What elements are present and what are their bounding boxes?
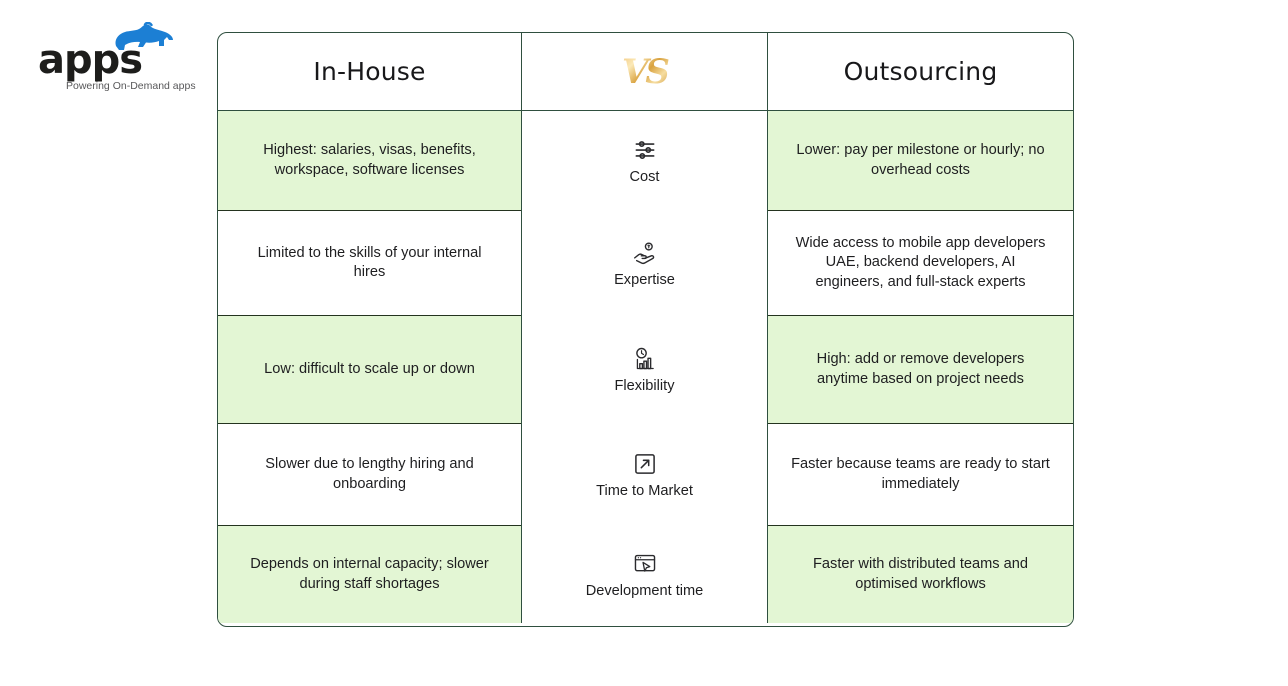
cell-outsourcing-development-time: Faster with distributed teams and optimi…: [768, 526, 1073, 623]
comparison-table: In-House VS Outsourcing Highest: salarie…: [217, 32, 1074, 627]
cell-outsourcing-flexibility: High: add or remove developers anytime b…: [768, 316, 1073, 424]
table-body: Highest: salaries, visas, benefits, work…: [218, 111, 1073, 623]
hand-holding-coin-icon: [633, 241, 654, 264]
sliders-icon: [635, 141, 654, 159]
table-row: Depends on internal capacity; slower dur…: [218, 526, 1073, 623]
header-cell-outsourcing: Outsourcing: [768, 33, 1073, 110]
cell-aspect-time-to-market: Time to Market: [521, 424, 768, 526]
cell-in-house-expertise: Limited to the skills of your internal h…: [218, 211, 521, 316]
table-row: Limited to the skills of your internal h…: [218, 211, 1073, 316]
aspect-label-development-time: Development time: [585, 582, 704, 599]
cell-aspect-expertise: Expertise: [521, 211, 768, 316]
rhino-icon: [115, 22, 173, 50]
table-row: Low: difficult to scale up or down Flexi…: [218, 316, 1073, 424]
cell-aspect-flexibility: Flexibility: [521, 316, 768, 424]
brand-logo[interactable]: apps Powering On-Demand apps: [30, 22, 230, 102]
cell-outsourcing-expertise: Wide access to mobile app developers UAE…: [768, 211, 1073, 316]
cell-in-house-cost: Highest: salaries, visas, benefits, work…: [218, 111, 521, 211]
clock-bar-chart-icon: [635, 347, 654, 370]
header-title-outsourcing: Outsourcing: [843, 57, 998, 86]
brand-tagline: Powering On-Demand apps: [66, 80, 196, 92]
brand-wordmark: apps: [38, 37, 143, 83]
header-cell-in-house: In-House: [218, 33, 521, 110]
cell-in-house-time-to-market: Slower due to lengthy hiring and onboard…: [218, 424, 521, 526]
header-title-in-house: In-House: [313, 57, 426, 86]
table-row: Highest: salaries, visas, benefits, work…: [218, 111, 1073, 211]
cell-aspect-cost: Cost: [521, 111, 768, 211]
aspect-label-flexibility: Flexibility: [614, 378, 675, 394]
aspect-label-cost: Cost: [629, 169, 660, 185]
header-cell-vs: VS: [521, 33, 768, 110]
vs-badge: VS: [618, 53, 671, 91]
browser-cursor-icon: [634, 554, 655, 572]
table-row: Slower due to lengthy hiring and onboard…: [218, 424, 1073, 526]
cell-aspect-development-time: Development time: [521, 526, 768, 623]
aspect-label-expertise: Expertise: [614, 271, 675, 288]
cell-outsourcing-cost: Lower: pay per milestone or hourly; no o…: [768, 111, 1073, 211]
aspect-label-time-to-market: Time to Market: [596, 483, 693, 499]
cell-in-house-flexibility: Low: difficult to scale up or down: [218, 316, 521, 424]
arrow-expand-icon: [634, 454, 655, 474]
table-header-row: In-House VS Outsourcing: [218, 33, 1073, 111]
cell-outsourcing-time-to-market: Faster because teams are ready to start …: [768, 424, 1073, 526]
cell-in-house-development-time: Depends on internal capacity; slower dur…: [218, 526, 521, 623]
